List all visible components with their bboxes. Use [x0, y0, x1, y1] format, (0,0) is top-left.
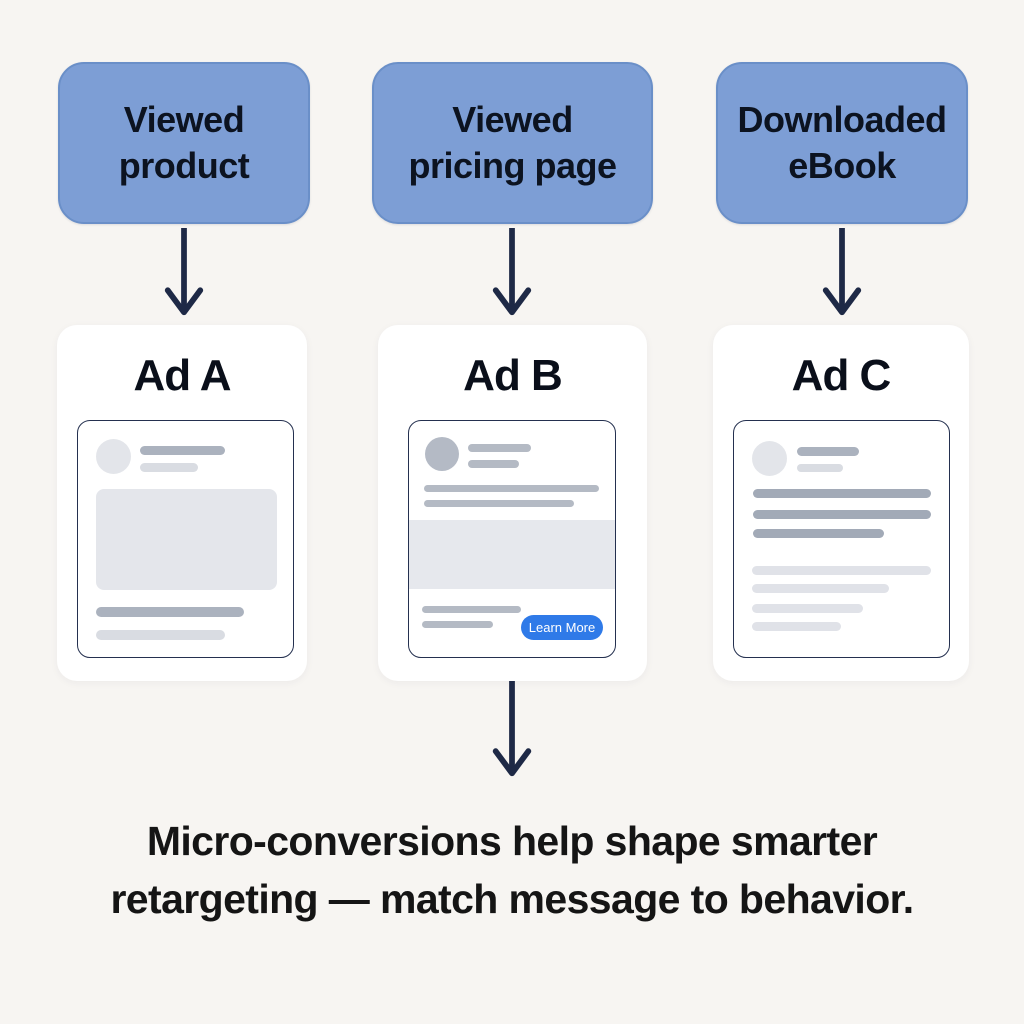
arrow-down-icon [492, 680, 532, 777]
avatar [96, 439, 131, 474]
text-line-placeholder [797, 464, 843, 472]
text-line-placeholder [424, 485, 599, 492]
ad-title: Ad B [463, 351, 563, 400]
ad-title: Ad A [133, 351, 231, 400]
ad-banner-placeholder [409, 520, 615, 589]
ad-mockup-image-ad-with-cta: Learn More [408, 420, 616, 658]
text-line-placeholder [752, 622, 841, 631]
arrow-down-icon [492, 227, 532, 316]
trigger-label: Viewed product [118, 98, 250, 186]
ad-title: Ad C [791, 351, 892, 400]
caption-line-2: retargeting — match message to behavior. [110, 876, 914, 922]
text-line-placeholder [753, 510, 931, 519]
text-line-placeholder [96, 630, 225, 640]
trigger-node-viewed-product: Viewed product [58, 62, 310, 224]
caption-line-1: Micro-conversions help shape smarter [146, 818, 878, 864]
text-line-placeholder [752, 584, 889, 593]
text-line-placeholder [140, 446, 225, 455]
text-line-placeholder [96, 607, 244, 617]
text-line-placeholder [468, 444, 531, 452]
ad-mockup-image-ad [77, 420, 294, 658]
avatar [752, 441, 787, 476]
ad-card-c: Ad C [713, 325, 969, 681]
text-line-placeholder [752, 566, 931, 575]
text-line-placeholder [422, 606, 521, 613]
text-line-placeholder [422, 621, 493, 628]
caption: Micro-conversions help shape smarter ret… [0, 812, 1024, 928]
text-line-placeholder [140, 463, 198, 472]
avatar [425, 437, 459, 471]
ad-mockup-text-ad [733, 420, 950, 658]
arrow-down-icon [164, 227, 204, 316]
text-line-placeholder [468, 460, 519, 468]
arrow-down-icon [822, 227, 862, 316]
text-line-placeholder [424, 500, 574, 507]
ad-image-placeholder [96, 489, 277, 590]
text-line-placeholder [797, 447, 859, 456]
ad-card-b: Ad B Learn More [378, 325, 647, 681]
text-line-placeholder [752, 604, 863, 613]
trigger-label: Viewed pricing page [408, 98, 617, 186]
learn-more-button[interactable]: Learn More [521, 615, 603, 640]
ad-card-a: Ad A [57, 325, 307, 681]
trigger-label: Downloaded eBook [737, 98, 948, 186]
trigger-node-downloaded-ebook: Downloaded eBook [716, 62, 968, 224]
text-line-placeholder [753, 529, 884, 538]
trigger-node-viewed-pricing-page: Viewed pricing page [372, 62, 653, 224]
text-line-placeholder [753, 489, 931, 498]
learn-more-label: Learn More [528, 620, 596, 635]
